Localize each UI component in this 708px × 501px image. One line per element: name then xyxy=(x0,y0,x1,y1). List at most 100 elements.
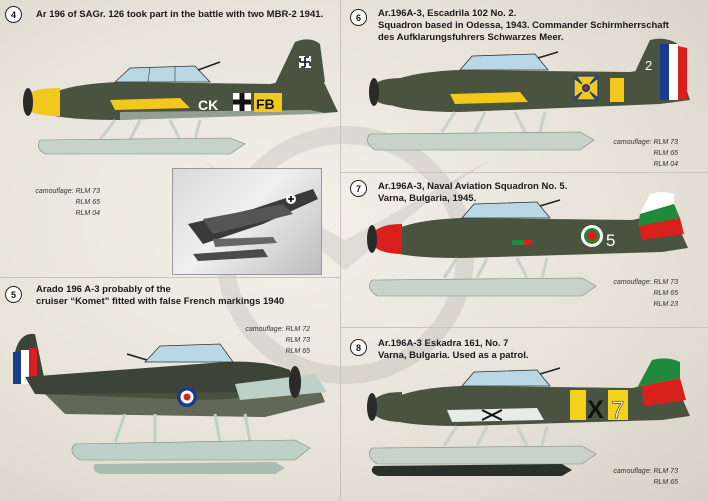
float-struts xyxy=(442,257,549,279)
profile-6-title-line: Squadron based in Odessa, 1943. Commande… xyxy=(378,20,669,31)
profile-4-aircraft: CK FB xyxy=(23,39,338,155)
float-struts xyxy=(98,119,202,141)
yellow-fuselage-band xyxy=(610,78,624,102)
profile-6-number: 6 xyxy=(350,9,367,26)
propeller xyxy=(23,88,33,116)
tail-number: 2 xyxy=(645,58,652,73)
rear-gun xyxy=(539,199,561,207)
fuselage xyxy=(387,212,688,258)
canopy xyxy=(461,369,551,387)
profile-8-camouflage: camouflage: RLM 73 RLM 65 xyxy=(598,466,678,488)
camo-line: RLM 65 xyxy=(653,150,678,157)
code-left: CK xyxy=(198,97,218,113)
rudder-red xyxy=(29,348,37,384)
float-struts xyxy=(440,111,547,133)
profile-7-camouflage: camouflage: RLM 73 RLM 65 RLM 23 xyxy=(598,277,678,310)
canopy xyxy=(144,343,234,363)
michael-cross-icon xyxy=(573,75,599,101)
float xyxy=(369,277,597,297)
yellow-wing-band xyxy=(110,98,190,110)
tail-green xyxy=(637,358,680,388)
yellow-number-band xyxy=(608,390,628,420)
tail-white xyxy=(637,192,674,220)
profile-4-number: 4 xyxy=(5,6,22,23)
propeller xyxy=(369,78,379,106)
camo-line: camouflage: RLM 73 xyxy=(613,468,678,475)
code-letter: X xyxy=(587,396,604,424)
propeller xyxy=(367,393,377,421)
rear-gun xyxy=(539,367,561,375)
camo-line: RLM 23 xyxy=(653,301,678,308)
canopy xyxy=(461,201,551,219)
yellow-wing-band xyxy=(450,92,528,104)
profile-5-number: 5 xyxy=(5,286,22,303)
camo-line: RLM 04 xyxy=(75,210,100,217)
profile-6-title: Ar.196A-3, Escadrila 102 No. 2. Squadron… xyxy=(378,8,669,44)
profile-5-title-line: Arado 196 A-3 probably of the xyxy=(36,284,171,295)
canopy xyxy=(113,65,211,83)
code-right: FB xyxy=(256,96,275,112)
nose xyxy=(376,392,402,422)
profile-8-title-line: Varna, Bulgaria. Used as a patrol. xyxy=(378,350,529,361)
balkenkreuz-icon xyxy=(233,93,251,111)
profile-7-title-line: Varna, Bulgaria, 1945. xyxy=(378,193,477,204)
float xyxy=(367,131,595,151)
canopy xyxy=(459,53,549,71)
yellow-nose xyxy=(32,88,60,116)
tail-red xyxy=(642,378,686,406)
profile-6-title-line: Ar.196A-3, Escadrila 102 No. 2. xyxy=(378,8,517,19)
camo-line: RLM 73 xyxy=(285,337,310,344)
white-wing-panel xyxy=(447,408,544,422)
rudder-white xyxy=(669,44,678,100)
rudder-red xyxy=(678,46,687,100)
profile-5-title-line: cruiser “Komet” fitted with false French… xyxy=(36,296,285,307)
float xyxy=(38,137,246,155)
historic-photo xyxy=(172,168,322,275)
french-roundel-icon xyxy=(177,387,197,407)
bulgarian-roundel-icon xyxy=(581,225,603,247)
yellow-fuselage-band xyxy=(570,390,586,420)
fuselage-number: 5 xyxy=(606,231,615,250)
fuselage xyxy=(25,361,290,400)
profile-7-title-line: Ar.196A-3, Naval Aviation Squadron No. 5… xyxy=(378,181,568,192)
code-right-band xyxy=(254,93,282,112)
camo-line: camouflage: RLM 73 xyxy=(613,139,678,146)
camo-line: camouflage: RLM 73 xyxy=(35,188,100,195)
float xyxy=(71,439,311,461)
wing-underside xyxy=(235,374,327,400)
nose xyxy=(378,78,405,106)
profile-5-aircraft xyxy=(13,333,327,474)
propeller xyxy=(289,366,301,398)
rudder-blue xyxy=(13,352,21,384)
profile-8-number: 8 xyxy=(350,339,367,356)
profile-6-aircraft: 2 xyxy=(367,38,690,151)
camo-line: camouflage: RLM 73 xyxy=(613,279,678,286)
camo-line: RLM 65 xyxy=(285,348,310,355)
profile-6-camouflage: camouflage: RLM 73 RLM 65 RLM 04 xyxy=(598,137,678,170)
profile-8-title: Ar.196A-3 Eskadra 161, No. 7 Varna, Bulg… xyxy=(378,338,528,362)
camo-line: RLM 65 xyxy=(653,479,678,486)
right-divider-2 xyxy=(341,327,708,328)
float-lower xyxy=(93,462,285,474)
profile-8-title-line: Ar.196A-3 Eskadra 161, No. 7 xyxy=(378,338,509,349)
float-lower xyxy=(371,464,572,476)
profile-4-camouflage: camouflage: RLM 73 RLM 65 RLM 04 xyxy=(20,186,100,219)
rear-gun xyxy=(537,51,559,59)
profile-5-title: Arado 196 A-3 probably of the cruiser “K… xyxy=(36,284,284,308)
profile-4-title-line: Ar 196 of SAGr. 126 took part in the bat… xyxy=(36,9,324,20)
rudder-white xyxy=(21,350,29,384)
profile-6-title-line: des Aufklarungsfuhrers Schwarzes Meer. xyxy=(378,32,564,43)
tail-green xyxy=(638,204,680,226)
left-divider xyxy=(0,277,340,278)
profile-8-aircraft: X 7 xyxy=(367,358,690,476)
tail-red xyxy=(638,218,684,240)
wing-cross-mark xyxy=(481,409,503,421)
propeller xyxy=(367,225,377,253)
right-divider-1 xyxy=(341,172,708,173)
profile-7-number: 7 xyxy=(350,180,367,197)
rear-gun xyxy=(197,61,221,71)
camo-line: RLM 65 xyxy=(75,199,100,206)
profile-4-title: Ar 196 of SAGr. 126 took part in the bat… xyxy=(36,9,323,21)
camo-line: camouflage: RLM 72 xyxy=(245,326,310,333)
